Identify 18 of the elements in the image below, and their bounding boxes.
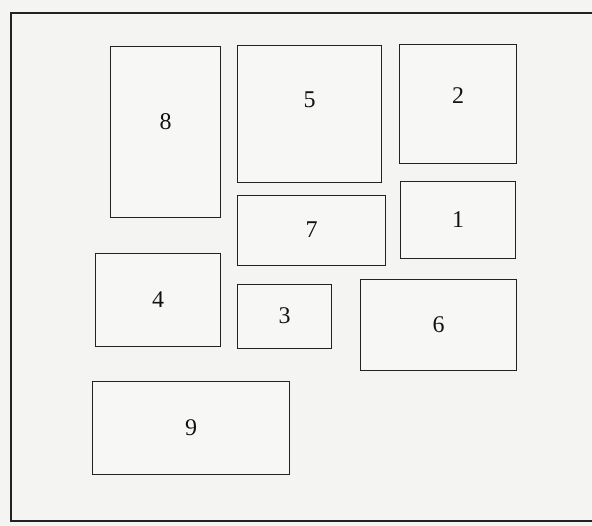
box-number: 1: [452, 206, 464, 234]
box-number: 5: [304, 86, 316, 114]
numbered-box: [400, 181, 516, 259]
box-number: 4: [152, 286, 164, 314]
box-number: 9: [185, 414, 197, 442]
numbered-box: [95, 253, 221, 347]
box-number: 8: [160, 108, 172, 136]
numbered-box: [237, 284, 332, 349]
box-number: 3: [278, 303, 290, 330]
numbered-box: [110, 46, 221, 218]
numbered-box: [237, 195, 386, 266]
numbered-box: [237, 45, 382, 183]
box-number: 6: [432, 312, 444, 338]
box-number: 7: [306, 217, 318, 244]
numbered-box: [360, 279, 517, 371]
numbered-box: [92, 381, 290, 475]
numbered-box: [399, 44, 517, 164]
box-number: 2: [452, 82, 464, 110]
